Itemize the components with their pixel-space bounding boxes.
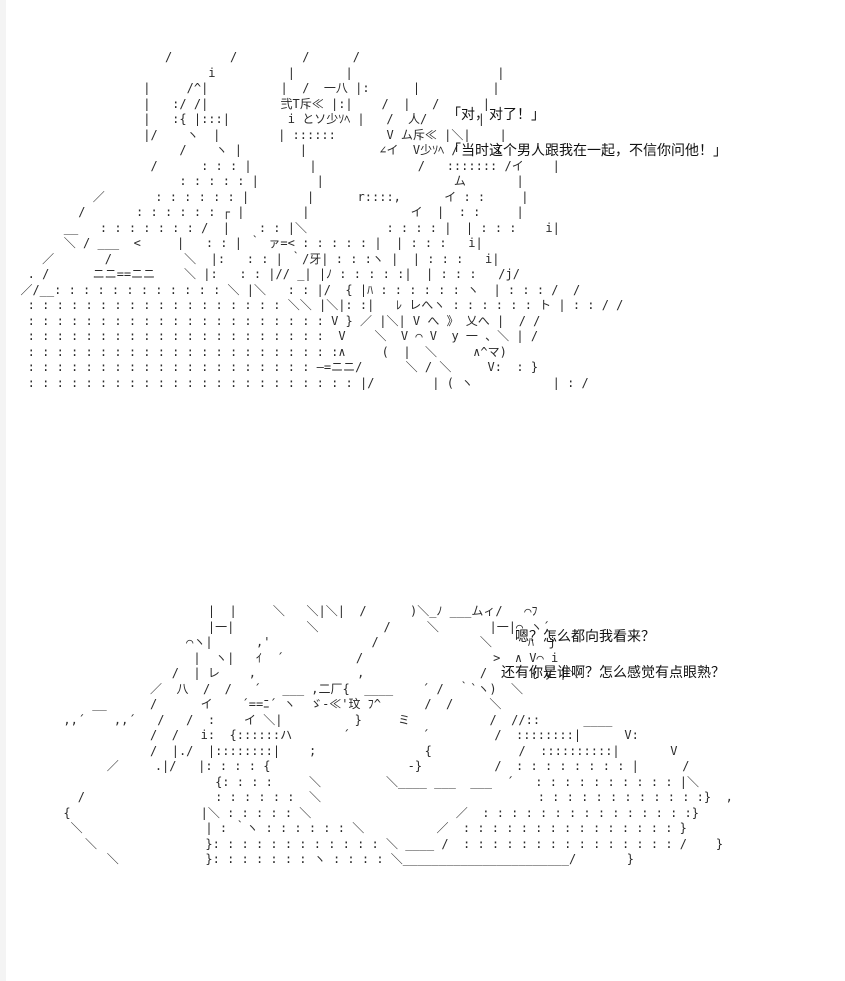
dialogue-line-2: 「当时这个男人跟我在一起，不信你问他！」 [447, 143, 727, 159]
dialogue-line-4: 还有你是谁啊？怎么感觉有点眼熟？ [501, 665, 725, 681]
ascii-art-bottom: | | ＼ ＼|＼| / )＼_ﾉ ___ムィ/ ⌒ﾌ |一| ＼ / ＼ |一… [63, 604, 733, 866]
ascii-art-top: / / / / i | | | | /^| | / 一八 |: | | | :/… [20, 50, 624, 390]
dialogue-line-3: 嗯？怎么都向我看来？ [515, 629, 655, 645]
dialogue-line-1: 「对，对了！」 [447, 107, 545, 123]
page-canvas: / / / / i | | | | /^| | / 一八 |: | | | :/… [6, 0, 845, 981]
